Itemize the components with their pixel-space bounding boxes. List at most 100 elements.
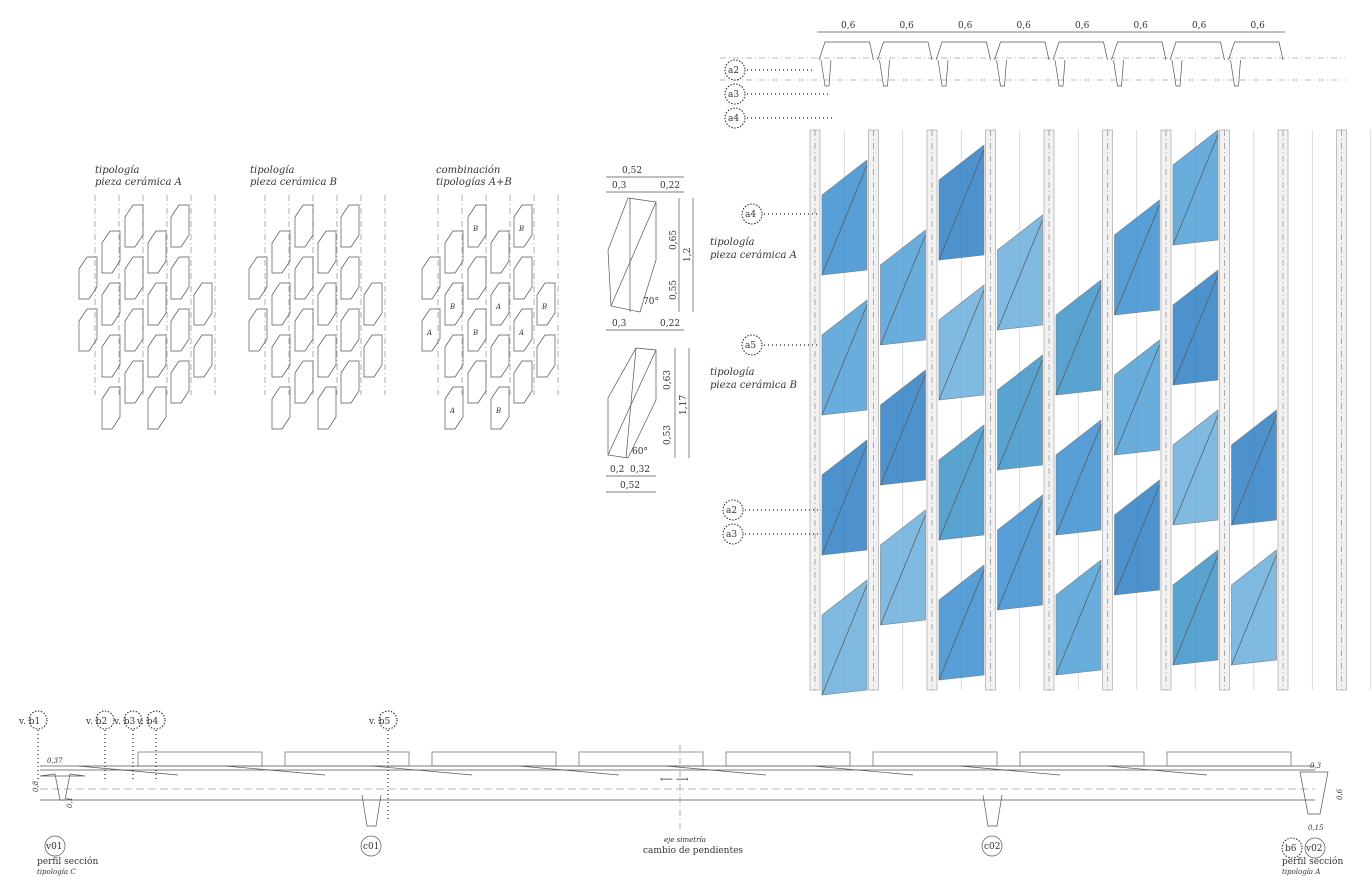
dim: 0,2 xyxy=(610,465,624,475)
section-reference-label: v. b3 xyxy=(113,717,135,727)
dim: 0,6 xyxy=(1336,788,1344,800)
section-reference-label: v. b4 xyxy=(136,717,158,727)
ceramic-piece xyxy=(147,386,167,430)
ceramic-tile xyxy=(1114,479,1160,596)
roof-tile xyxy=(872,751,998,767)
module-dimension: 0,6 xyxy=(1075,21,1090,31)
ceramic-piece xyxy=(78,308,98,352)
ceramic-tile xyxy=(1172,549,1219,666)
reference-bubble xyxy=(724,83,746,105)
section-reference-label: v. b2 xyxy=(85,717,107,727)
label: tipología xyxy=(710,367,754,378)
ceramic-piece xyxy=(294,360,314,404)
ceramic-piece xyxy=(248,256,268,300)
section-reference xyxy=(378,710,398,730)
dim: 0,3 xyxy=(1310,762,1322,770)
ceramic-piece xyxy=(271,386,291,430)
ceramic-piece xyxy=(467,308,487,352)
pattern-a: tipología pieza cerámica A xyxy=(95,165,182,188)
caption: perfil sección xyxy=(1282,856,1343,867)
ref-v02: v02 xyxy=(1304,837,1326,859)
ceramic-piece xyxy=(340,360,360,404)
reference-label: a4 xyxy=(728,114,739,124)
section-reference xyxy=(146,710,166,730)
ceramic-piece xyxy=(513,256,533,300)
reference-label: a4 xyxy=(745,210,756,220)
ceramic-piece xyxy=(101,334,121,378)
piece-a-outline xyxy=(607,197,657,313)
profile xyxy=(935,41,991,87)
ceramic-piece xyxy=(124,360,144,404)
module-dimension: 0,6 xyxy=(900,21,915,31)
ceramic-piece xyxy=(101,386,121,430)
dim: 1,2 xyxy=(683,248,693,262)
ceramic-piece xyxy=(363,334,383,378)
module-dimension: 0,6 xyxy=(1192,21,1207,31)
dim: 0,3 xyxy=(612,181,627,191)
ceramic-tile xyxy=(880,509,926,626)
reference-label: a2 xyxy=(728,66,739,76)
reference-bubble xyxy=(724,59,746,81)
piece-type-tag: B xyxy=(472,329,478,337)
ceramic-piece xyxy=(294,308,314,352)
piece-type-tag: B xyxy=(495,407,501,415)
ceramic-piece xyxy=(78,256,98,300)
section-reference xyxy=(123,710,143,730)
ceramic-tile xyxy=(938,424,985,541)
ceramic-tile xyxy=(1172,409,1219,526)
ceramic-piece xyxy=(317,386,337,430)
roof-tile xyxy=(725,751,851,767)
roof-tile xyxy=(431,751,557,767)
module-dimension: 0,6 xyxy=(1017,21,1032,31)
caption: tipología A xyxy=(1282,868,1320,876)
ceramic-tile xyxy=(938,284,985,401)
dim: 0,3 xyxy=(612,319,627,329)
pattern-b: tipología pieza cerámica B xyxy=(250,165,337,188)
ceramic-piece xyxy=(294,204,314,248)
piece-type-tag: A xyxy=(495,303,501,311)
dim: 0,55 xyxy=(669,280,679,300)
reference-label: a3 xyxy=(728,90,739,100)
ceramic-piece xyxy=(421,308,441,352)
ceramic-piece xyxy=(513,308,533,352)
ceramic-piece xyxy=(124,204,144,248)
piece-detail: 0,52 0,3 0,22 70° 0,65 0,55 1,2 0,3 0,22… xyxy=(606,166,694,493)
ref-label: c01 xyxy=(363,842,380,852)
roof-tile xyxy=(1019,751,1145,767)
ceramic-tile xyxy=(821,299,868,416)
ceramic-piece xyxy=(193,334,213,378)
ceramic-piece xyxy=(444,334,464,378)
module-dimension: 0,6 xyxy=(841,21,856,31)
module-dimension: 0,6 xyxy=(958,21,973,31)
ceramic-tile xyxy=(880,369,926,486)
facade-labels: tipología pieza cerámica A tipología pie… xyxy=(710,237,797,391)
ceramic-tile xyxy=(821,439,868,556)
ceramic-piece xyxy=(271,334,291,378)
ceramic-piece xyxy=(490,230,510,274)
reference-bubble xyxy=(741,203,763,225)
section-reference-label: v. b5 xyxy=(368,717,390,727)
caption: perfil sección xyxy=(37,856,98,867)
ceramic-piece xyxy=(170,308,190,352)
ref-c02: c02 xyxy=(981,835,1003,857)
dim: 0,52 xyxy=(622,166,642,176)
profile xyxy=(1228,41,1284,87)
piece-type-tag: B xyxy=(472,225,478,233)
dim: 0,32 xyxy=(630,465,650,475)
ceramic-piece xyxy=(340,256,360,300)
profile xyxy=(877,41,933,87)
ceramic-tile xyxy=(1055,279,1102,396)
arrow-icon: ⟵ ⟶ xyxy=(660,775,689,785)
ceramic-tile xyxy=(1172,269,1219,386)
ceramic-tile xyxy=(821,579,868,696)
ref-label: v02 xyxy=(1305,844,1323,854)
dim: 0,37 xyxy=(47,757,63,765)
pattern-ab-subtitle: tipologías A+B xyxy=(436,177,512,188)
ceramic-tile xyxy=(1114,339,1160,456)
ceramic-piece xyxy=(124,256,144,300)
ceramic-piece xyxy=(147,334,167,378)
roof-tile xyxy=(284,751,410,767)
ceramic-piece xyxy=(317,282,337,326)
dim: 0,52 xyxy=(620,481,640,491)
